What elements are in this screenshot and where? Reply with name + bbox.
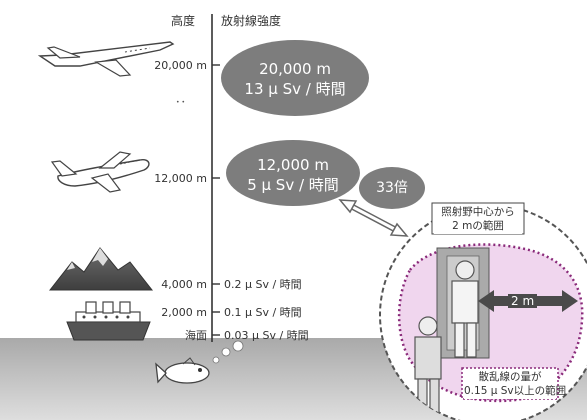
ship-icon xyxy=(66,301,151,341)
dose-4000: 0.2 μ Sv / 時間 xyxy=(224,278,302,291)
dose-ellipse-20000 xyxy=(221,40,369,116)
double-arrow xyxy=(338,199,409,237)
altitude-12000: 12,000 m xyxy=(154,172,207,185)
worker-center-icon xyxy=(451,260,479,358)
callout-bottom-line2: 0.15 μ Sv以上の範囲 xyxy=(464,385,567,399)
fish-icon xyxy=(155,340,244,384)
ellipse-20000-line2: 13 μ Sv / 時間 xyxy=(244,80,346,98)
mountain-icon xyxy=(48,247,154,291)
altitude-header: 高度 xyxy=(171,14,196,28)
tiny-mark: • • xyxy=(176,99,185,106)
ellipse-12000-line2: 5 μ Sv / 時間 xyxy=(247,176,339,194)
ellipse-20000-line1: 20,000 m xyxy=(259,60,331,78)
callout-top-line2: 2 mの範囲 xyxy=(434,220,522,234)
concorde-icon xyxy=(37,41,175,77)
worker-front-icon xyxy=(414,316,442,414)
altitude-2000: 2,000 m xyxy=(161,306,207,319)
altitude-sea: 海面 xyxy=(185,329,207,342)
dose-ellipse-12000 xyxy=(226,140,360,206)
dose-header: 放射線強度 xyxy=(221,14,282,28)
callout-top-line1: 照射野中心から xyxy=(434,206,522,220)
dose-2000: 0.1 μ Sv / 時間 xyxy=(224,306,302,319)
altitude-4000: 4,000 m xyxy=(161,278,207,291)
callout-bottom-line1: 散乱線の量が xyxy=(464,371,556,385)
ellipse-12000-line1: 12,000 m xyxy=(257,156,329,174)
dose-sea: 0.03 μ Sv / 時間 xyxy=(224,329,309,342)
altitude-20000: 20,000 m xyxy=(154,59,207,72)
jumbo-jet-icon xyxy=(50,151,150,193)
ratio-ellipse xyxy=(359,167,425,209)
ratio-label: 33倍 xyxy=(376,180,408,196)
distance-label: 2 m xyxy=(508,294,538,308)
